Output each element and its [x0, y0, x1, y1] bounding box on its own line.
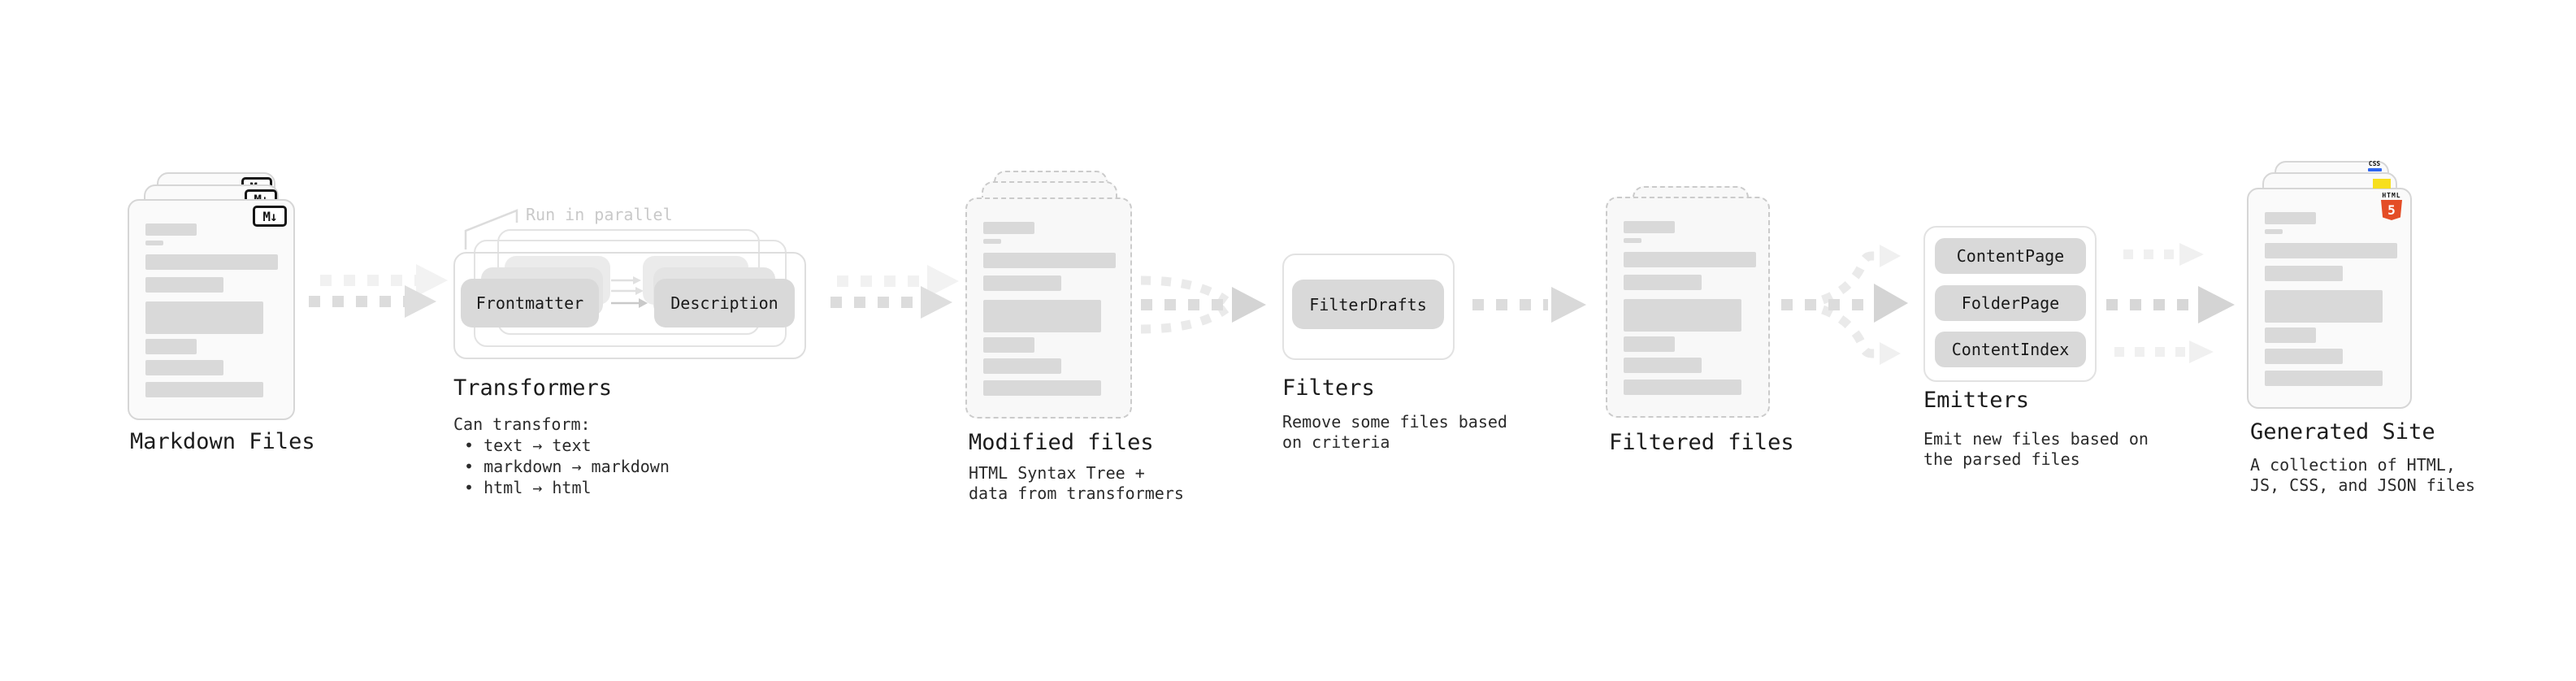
stage-label-markdown-files: Markdown Files — [130, 429, 315, 454]
can-transform-heading: Can transform: — [453, 414, 591, 434]
text-placeholder-bar — [983, 239, 1001, 244]
transform-bullet: • markdown → markdown — [464, 457, 670, 476]
run-in-parallel-note: Run in parallel — [526, 205, 673, 224]
text-placeholder-bar — [145, 254, 278, 270]
text-placeholder-bar — [983, 358, 1061, 374]
markdown-icon: M↓ — [253, 206, 287, 227]
parallel-note-connector — [464, 209, 518, 249]
file-content-placeholder — [1624, 221, 1756, 395]
file-content-placeholder — [2265, 212, 2397, 386]
modified-file-card-front — [965, 197, 1132, 419]
html5-icon-shield: 5 — [2381, 200, 2402, 220]
file-content-placeholder — [983, 222, 1116, 396]
text-placeholder-bar — [2265, 266, 2343, 281]
javascript-icon — [2373, 179, 2391, 189]
modified-files-description: HTML Syntax Tree + data from transformer… — [969, 463, 1184, 503]
emitters-description: Emit new files based on the parsed files — [1923, 429, 2149, 469]
text-placeholder-bar — [2265, 327, 2316, 343]
text-placeholder-bar — [2265, 229, 2283, 234]
folderpage-pill: FolderPage — [1935, 285, 2086, 321]
arrow-filtered-to-emitters — [1781, 245, 1908, 365]
generated-site-description: A collection of HTML, JS, CSS, and JSON … — [2250, 455, 2475, 495]
text-placeholder-bar — [145, 223, 197, 236]
text-placeholder-bar — [145, 360, 223, 375]
transformer-box-front — [453, 252, 806, 359]
stage-label-filters: Filters — [1282, 375, 1375, 401]
text-placeholder-bar — [983, 253, 1116, 268]
text-placeholder-bar — [145, 241, 163, 245]
text-placeholder-bar — [1624, 221, 1675, 233]
description-pill: Description — [654, 279, 795, 327]
text-placeholder-bar — [983, 222, 1034, 234]
frontmatter-pill: Frontmatter — [461, 279, 599, 327]
text-placeholder-bar — [1624, 336, 1675, 352]
transform-bullet: • text → text — [464, 436, 592, 455]
text-placeholder-bar — [1624, 358, 1702, 373]
arrows-emitters-to-generated — [2106, 243, 2235, 363]
file-content-placeholder — [145, 223, 278, 397]
css-icon: CSS — [2366, 161, 2383, 171]
text-placeholder-bar — [983, 300, 1101, 332]
text-placeholder-bar — [145, 301, 263, 334]
text-placeholder-bar — [2265, 290, 2383, 323]
html5-icon-text: HTML — [2382, 192, 2401, 199]
generated-file-card-front — [2247, 188, 2412, 409]
text-placeholder-bar — [1624, 380, 1741, 395]
contentpage-pill: ContentPage — [1935, 238, 2086, 274]
stage-label-modified-files: Modified files — [969, 430, 1154, 455]
arrow-modified-to-filters — [1140, 275, 1266, 334]
text-placeholder-bar — [145, 277, 223, 293]
arrow-filters-to-filtered — [1472, 287, 1586, 323]
text-placeholder-bar — [1624, 238, 1641, 243]
transform-bullet: • html → html — [464, 478, 592, 497]
text-placeholder-bar — [2265, 371, 2383, 386]
css-icon-text: CSS — [2368, 160, 2381, 167]
stage-label-emitters: Emitters — [1923, 388, 2030, 413]
text-placeholder-bar — [983, 337, 1034, 353]
arrow-markdown-to-transformers — [309, 264, 448, 318]
text-placeholder-bar — [1624, 275, 1702, 290]
text-placeholder-bar — [1624, 252, 1756, 267]
contentindex-pill: ContentIndex — [1935, 332, 2086, 367]
text-placeholder-bar — [145, 339, 197, 354]
text-placeholder-bar — [983, 380, 1101, 396]
filterdrafts-pill: FilterDrafts — [1292, 280, 1444, 329]
filters-description: Remove some files based on criteria — [1282, 412, 1507, 452]
stage-label-generated-site: Generated Site — [2250, 419, 2435, 445]
html5-icon-number: 5 — [2387, 202, 2396, 218]
text-placeholder-bar — [2265, 349, 2343, 364]
stage-label-filtered-files: Filtered files — [1609, 430, 1794, 455]
transformers-description: Can transform: • text → text • markdown … — [453, 414, 670, 498]
text-placeholder-bar — [2265, 243, 2397, 258]
css-icon-bar — [2367, 168, 2382, 171]
html5-icon: HTML 5 — [2379, 192, 2405, 220]
filtered-file-card-front — [1606, 197, 1770, 418]
text-placeholder-bar — [983, 275, 1061, 291]
text-placeholder-bar — [2265, 212, 2316, 224]
stage-label-transformers: Transformers — [453, 375, 613, 401]
arrow-transformers-to-modified — [830, 265, 959, 319]
text-placeholder-bar — [1624, 299, 1741, 332]
text-placeholder-bar — [145, 382, 263, 397]
transformer-step-arrows — [611, 276, 648, 308]
markdown-file-card-front — [128, 199, 295, 420]
